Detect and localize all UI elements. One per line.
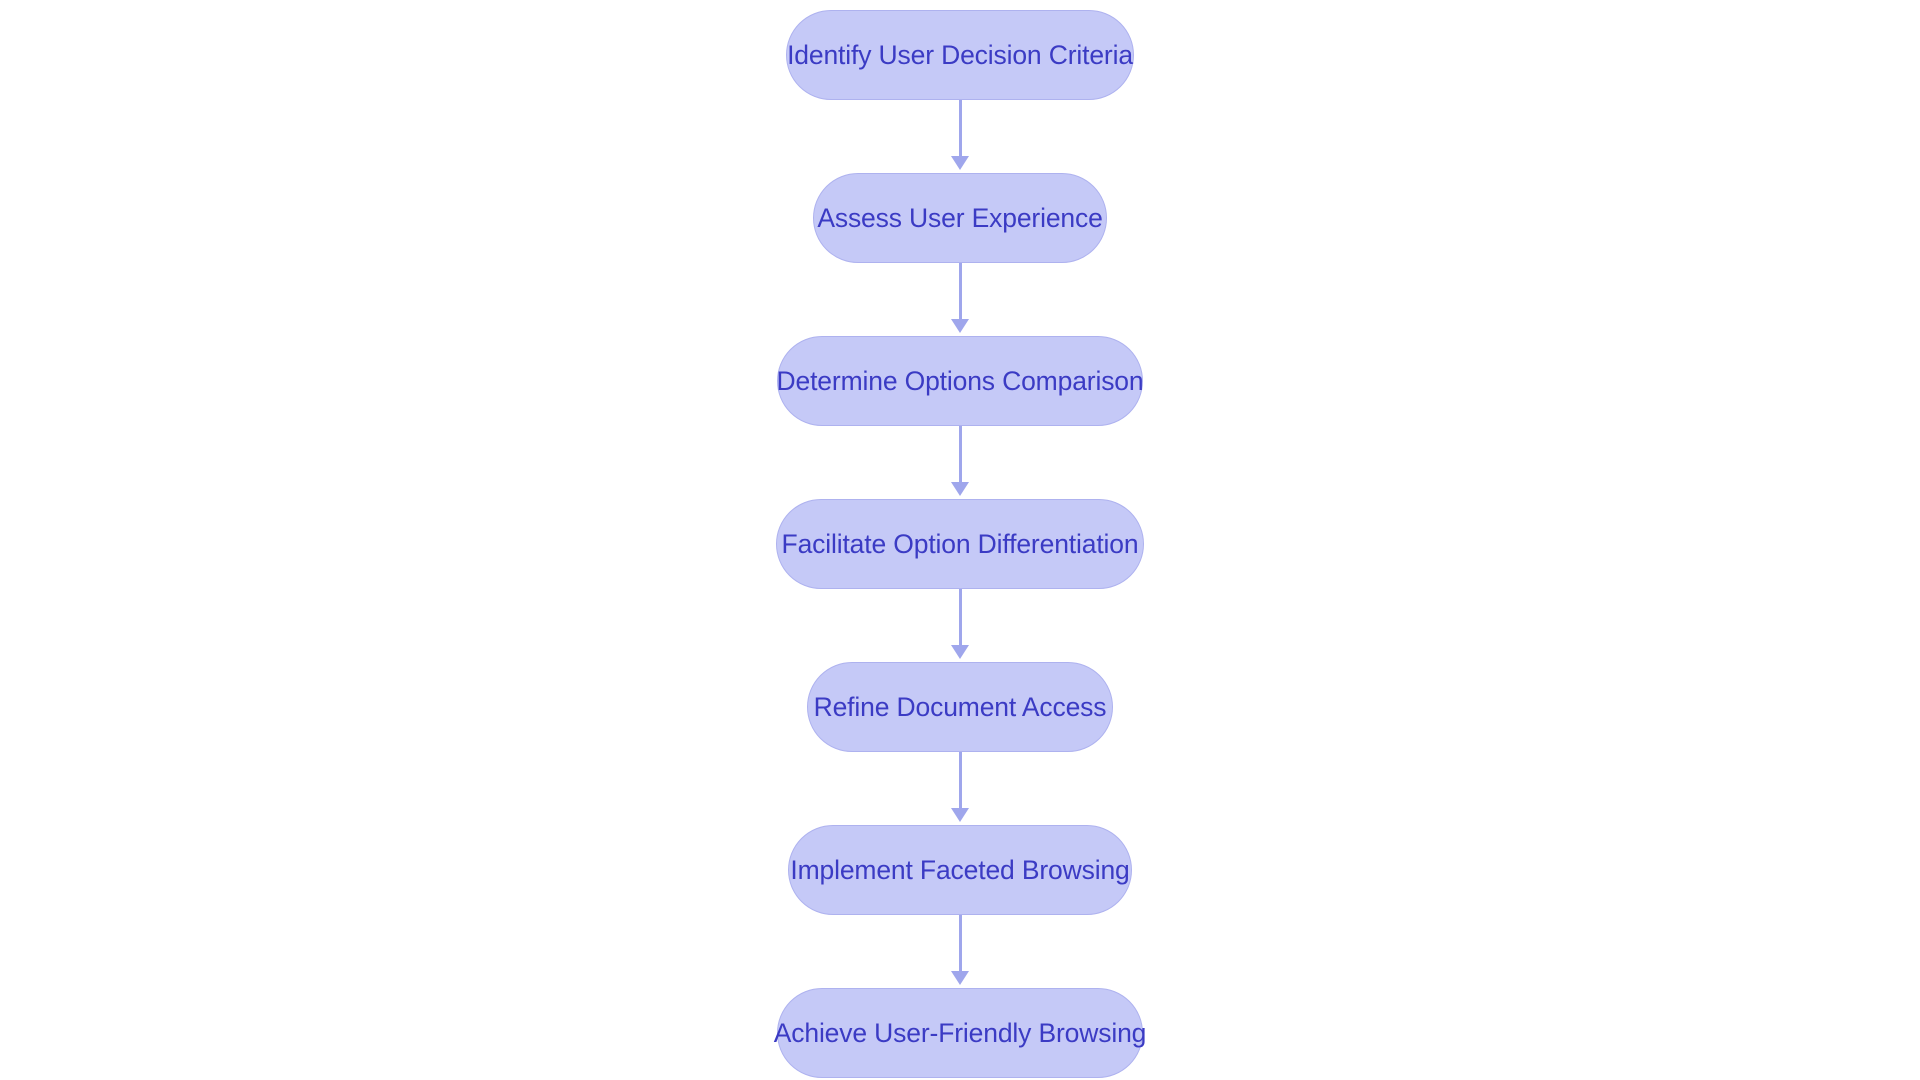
flow-node-label: Refine Document Access [813,691,1107,722]
arrowhead-down-icon [951,971,969,985]
arrowhead-down-icon [951,808,969,822]
flow-node-assess-user-experience[interactable]: Assess User Experience [813,173,1107,263]
edge-line [958,100,962,156]
flow-node-label: Determine Options Comparison [776,365,1144,396]
flow-node-facilitate-option-differentiation[interactable]: Facilitate Option Differentiation [776,499,1144,589]
edge-line [958,589,962,645]
edge-line [958,915,962,971]
flow-node-label: Implement Faceted Browsing [790,854,1130,885]
flow-node-determine-options-comparison[interactable]: Determine Options Comparison [776,336,1144,426]
arrowhead-down-icon [951,156,969,170]
arrowhead-down-icon [951,319,969,333]
arrowhead-down-icon [951,645,969,659]
flow-node-implement-faceted-browsing[interactable]: Implement Faceted Browsing [788,825,1132,915]
flow-node-identify-user-decision-criteria[interactable]: Identify User Decision Criteria [786,10,1134,100]
flow-node-achieve-user-friendly-browsing[interactable]: Achieve User-Friendly Browsing [774,988,1146,1078]
flow-node-label: Achieve User-Friendly Browsing [773,1017,1147,1048]
flow-node-label: Identify User Decision Criteria [787,39,1133,70]
edge-line [958,263,962,319]
edge-line [958,426,962,482]
flow-node-refine-document-access[interactable]: Refine Document Access [807,662,1113,752]
edge-line [958,752,962,808]
flow-node-label: Facilitate Option Differentiation [781,528,1139,559]
arrowhead-down-icon [951,482,969,496]
flow-node-label: Assess User Experience [817,202,1103,233]
